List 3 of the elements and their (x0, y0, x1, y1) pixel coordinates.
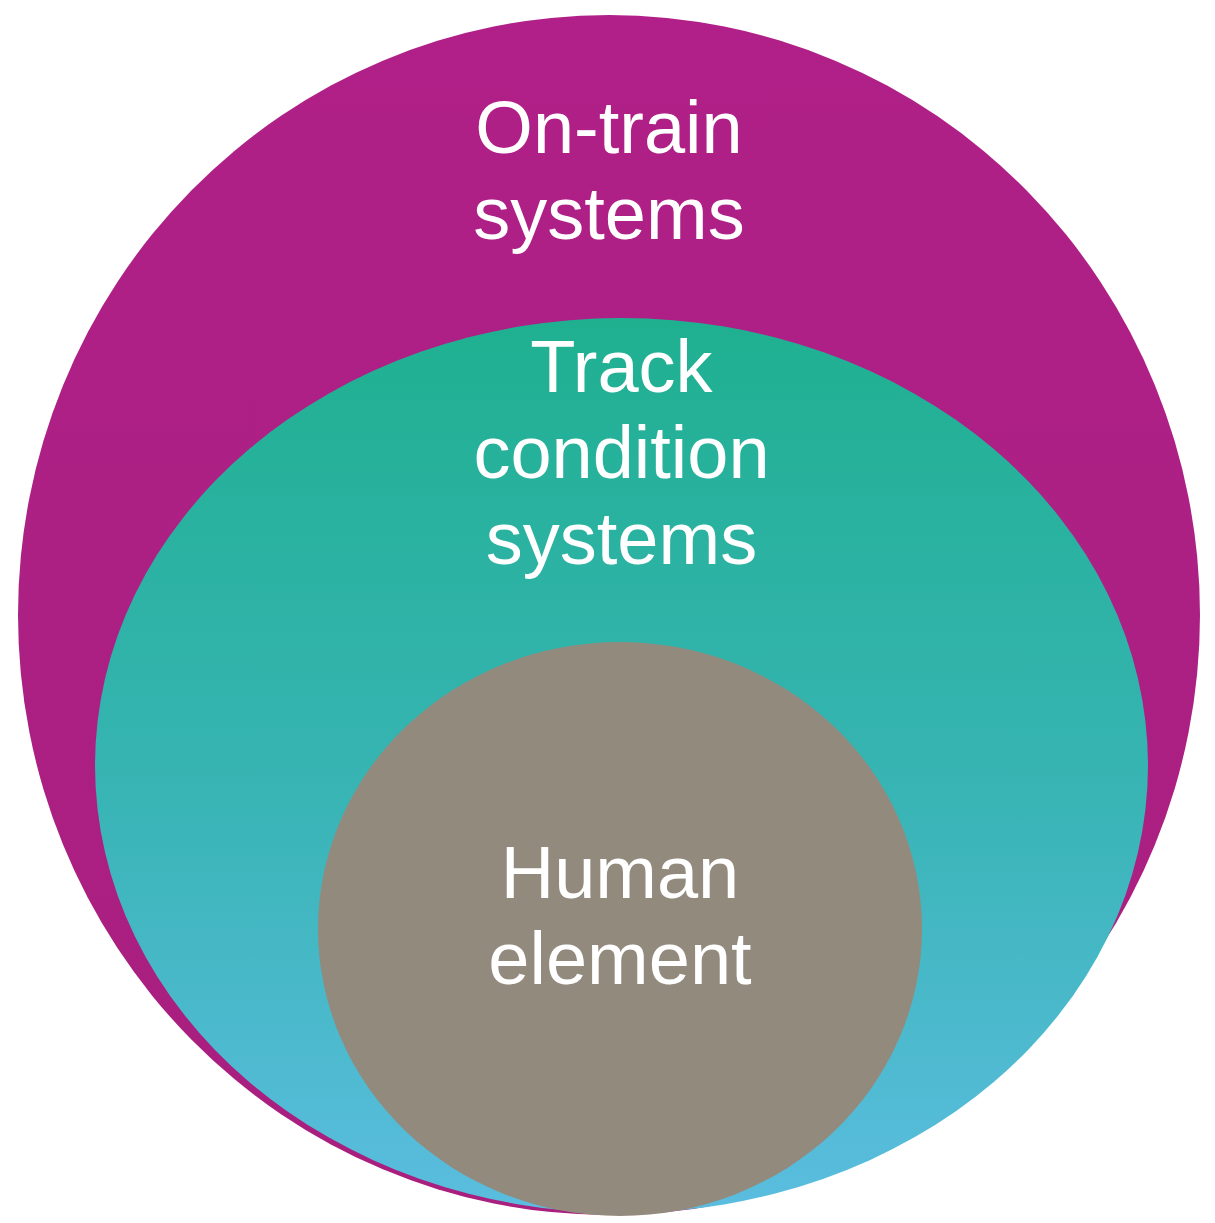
circle-label: On-train systems (472, 85, 746, 257)
circle-label: Track condition systems (472, 324, 771, 582)
circle-label: Human element (487, 830, 753, 1002)
